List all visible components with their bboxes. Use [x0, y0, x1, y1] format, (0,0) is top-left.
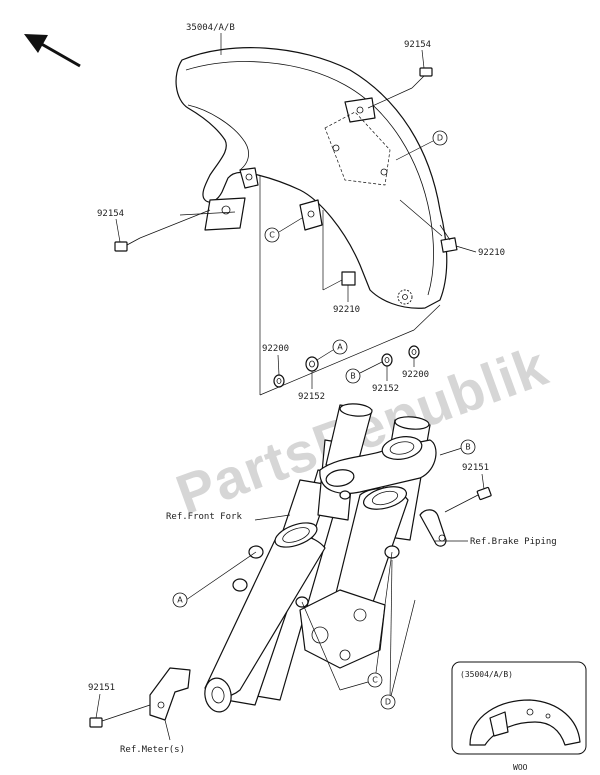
callout-b-fork: B [460, 439, 476, 455]
callout-c-fork: C [367, 672, 383, 688]
ref-brake-piping: Ref.Brake Piping [470, 537, 557, 547]
svg-text:D: D [385, 698, 391, 707]
svg-text:D: D [437, 134, 443, 143]
bolt-fork-lower [89, 704, 151, 728]
bolt-top [411, 67, 433, 89]
front-fork-assembly [204, 403, 437, 713]
inset-fender-thumbnail [469, 699, 581, 746]
washer-left [305, 356, 319, 372]
front-direction-arrow-icon [24, 34, 81, 68]
label-bolt-fork-upper: 92151 [462, 463, 489, 473]
label-nut-right: 92210 [478, 248, 505, 258]
meter-bracket [149, 667, 191, 721]
label-bolt-fork-lower: 92151 [88, 683, 115, 693]
brake-piping-clamp [419, 509, 447, 547]
callout-letters: D C A B B A C [172, 130, 476, 710]
svg-text:C: C [269, 231, 275, 240]
collar-right [408, 345, 420, 359]
bolt-fork-upper [444, 486, 492, 513]
label-fender: 35004/A/B [186, 23, 235, 33]
label-nut-center: 92210 [333, 305, 360, 315]
label-washer-right: 92152 [372, 384, 399, 394]
fork-lead-lines [164, 447, 468, 741]
front-fender [175, 47, 448, 309]
inset-title: (35004/A/B) [460, 670, 513, 679]
svg-text:B: B [465, 443, 471, 452]
callout-a-top: A [316, 339, 348, 361]
callout-d-top: D [395, 130, 448, 161]
part-labels: 35004/A/B 92154 92154 92210 92210 92200 … [88, 23, 557, 755]
assembly-lines [139, 87, 451, 396]
svg-text:A: A [177, 596, 183, 605]
inset-caption: WOO [513, 763, 528, 772]
nut-clip-center [341, 271, 356, 286]
callout-c-top: C [264, 217, 303, 243]
ref-front-fork: Ref.Front Fork [166, 512, 242, 522]
nut-clip-right [440, 237, 458, 253]
label-washer-left: 92152 [298, 392, 325, 402]
label-bolt-left: 92154 [97, 209, 124, 219]
label-collar-right: 92200 [402, 370, 429, 380]
svg-text:C: C [372, 676, 378, 685]
label-bolt-top: 92154 [404, 40, 431, 50]
bolt-left [114, 237, 141, 252]
callout-b-top: B [345, 361, 383, 384]
inset-box: (35004/A/B) WOO [451, 661, 587, 772]
callout-d-fork: D [380, 694, 396, 710]
label-collar-left: 92200 [262, 344, 289, 354]
svg-text:B: B [350, 372, 356, 381]
callout-a-fork: A [172, 592, 188, 608]
gear-icon [397, 289, 413, 305]
washer-right [381, 353, 393, 367]
svg-text:A: A [337, 343, 343, 352]
ref-meter: Ref.Meter(s) [120, 745, 185, 755]
